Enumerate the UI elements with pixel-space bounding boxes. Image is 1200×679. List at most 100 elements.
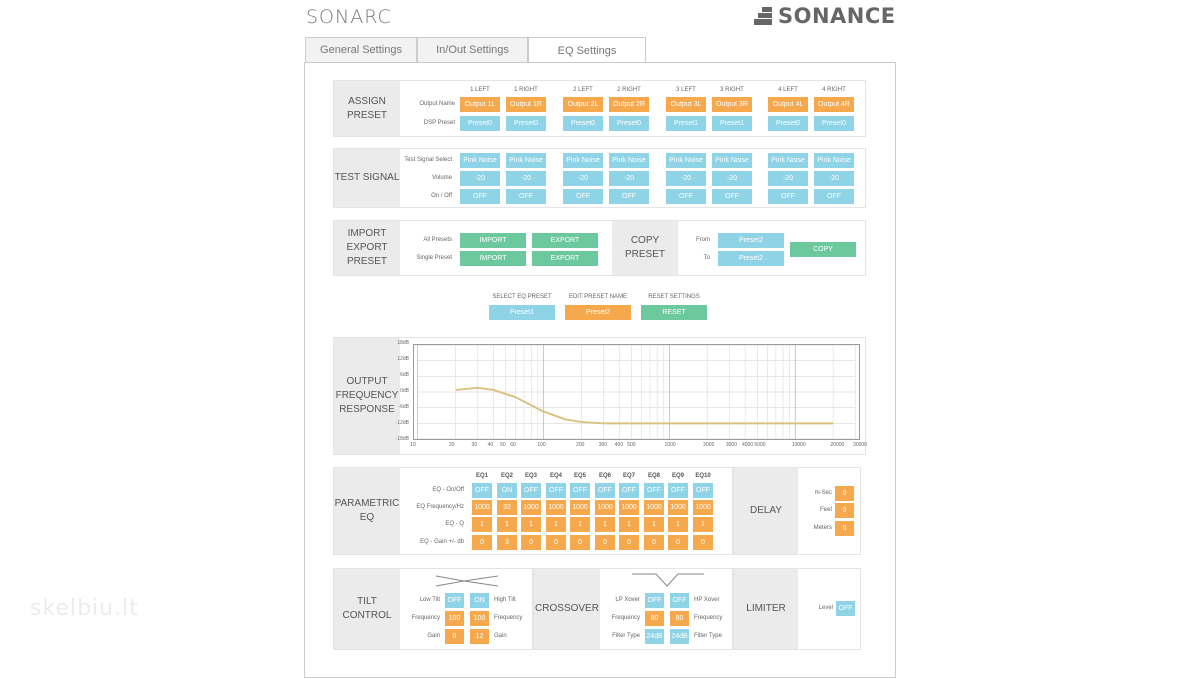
lp-frequency-input[interactable]: 80 bbox=[645, 611, 664, 626]
eq-frequency-input[interactable]: 1000 bbox=[595, 500, 615, 515]
tab-in-out-settings[interactable]: In/Out Settings bbox=[417, 37, 528, 62]
dsp-preset-cell[interactable]: Preset1 bbox=[666, 116, 706, 131]
dsp-preset-cell[interactable]: Preset0 bbox=[609, 116, 649, 131]
copy-from-select[interactable]: Preset2 bbox=[718, 233, 784, 248]
eq-frequency-input[interactable]: 1000 bbox=[570, 500, 590, 515]
output-name-cell[interactable]: Output 1L bbox=[460, 97, 500, 112]
eq-onoff-toggle[interactable]: OFF bbox=[668, 483, 688, 498]
test-onoff-toggle[interactable]: OFF bbox=[506, 189, 546, 204]
eq-onoff-toggle[interactable]: OFF bbox=[546, 483, 566, 498]
export-all-button[interactable]: EXPORT bbox=[532, 233, 598, 248]
eq-q-input[interactable]: 1 bbox=[595, 517, 615, 532]
test-signal-select[interactable]: Pink Noise bbox=[563, 153, 603, 168]
test-onoff-toggle[interactable]: OFF bbox=[609, 189, 649, 204]
eq-frequency-input[interactable]: 1000 bbox=[693, 500, 713, 515]
test-signal-select[interactable]: Pink Noise bbox=[506, 153, 546, 168]
reset-button[interactable]: RESET bbox=[641, 305, 707, 320]
eq-onoff-toggle[interactable]: OFF bbox=[521, 483, 541, 498]
low-tilt-gain-input[interactable]: 0 bbox=[445, 629, 464, 644]
import-all-button[interactable]: IMPORT bbox=[460, 233, 526, 248]
eq-frequency-input[interactable]: 1000 bbox=[644, 500, 664, 515]
test-onoff-toggle[interactable]: OFF bbox=[460, 189, 500, 204]
test-onoff-toggle[interactable]: OFF bbox=[712, 189, 752, 204]
test-onoff-toggle[interactable]: OFF bbox=[666, 189, 706, 204]
eq-gain-input[interactable]: 0 bbox=[619, 535, 639, 550]
eq-gain-input[interactable]: 0 bbox=[693, 535, 713, 550]
low-tilt-frequency-input[interactable]: 100 bbox=[445, 611, 464, 626]
eq-gain-input[interactable]: 0 bbox=[472, 535, 492, 550]
eq-frequency-input[interactable]: 1000 bbox=[546, 500, 566, 515]
volume-cell[interactable]: -20 bbox=[506, 171, 546, 186]
limiter-level-toggle[interactable]: OFF bbox=[836, 601, 855, 616]
delay-ms-input[interactable]: 0 bbox=[835, 486, 854, 501]
test-onoff-toggle[interactable]: OFF bbox=[563, 189, 603, 204]
test-signal-select[interactable]: Pink Noise bbox=[609, 153, 649, 168]
output-name-cell[interactable]: Output 1R bbox=[506, 97, 546, 112]
eq-gain-input[interactable]: 3 bbox=[497, 535, 517, 550]
volume-cell[interactable]: -20 bbox=[814, 171, 854, 186]
high-tilt-toggle[interactable]: ON bbox=[470, 593, 489, 608]
volume-cell[interactable]: -20 bbox=[666, 171, 706, 186]
dsp-preset-cell[interactable]: Preset1 bbox=[712, 116, 752, 131]
export-single-button[interactable]: EXPORT bbox=[532, 251, 598, 266]
eq-onoff-toggle[interactable]: OFF bbox=[595, 483, 615, 498]
dsp-preset-cell[interactable]: Preset0 bbox=[506, 116, 546, 131]
eq-q-input[interactable]: 1 bbox=[570, 517, 590, 532]
test-signal-select[interactable]: Pink Noise bbox=[814, 153, 854, 168]
eq-gain-input[interactable]: 0 bbox=[546, 535, 566, 550]
high-tilt-gain-input[interactable]: 12 bbox=[470, 629, 489, 644]
volume-cell[interactable]: -20 bbox=[712, 171, 752, 186]
test-onoff-toggle[interactable]: OFF bbox=[768, 189, 808, 204]
lp-filter-type-select[interactable]: 24dB bbox=[645, 629, 664, 644]
test-onoff-toggle[interactable]: OFF bbox=[814, 189, 854, 204]
hp-xover-toggle[interactable]: OFF bbox=[670, 593, 689, 608]
eq-onoff-toggle[interactable]: OFF bbox=[570, 483, 590, 498]
eq-frequency-input[interactable]: 32 bbox=[497, 500, 517, 515]
dsp-preset-cell[interactable]: Preset0 bbox=[768, 116, 808, 131]
delay-feet-input[interactable]: 0 bbox=[835, 503, 854, 518]
volume-cell[interactable]: -20 bbox=[460, 171, 500, 186]
eq-onoff-toggle[interactable]: OFF bbox=[693, 483, 713, 498]
edit-preset-name-input[interactable]: Preset2 bbox=[565, 305, 631, 320]
eq-q-input[interactable]: 1 bbox=[546, 517, 566, 532]
output-name-cell[interactable]: Output 2R bbox=[609, 97, 649, 112]
eq-gain-input[interactable]: 0 bbox=[570, 535, 590, 550]
eq-q-input[interactable]: 1 bbox=[521, 517, 541, 532]
output-name-cell[interactable]: Output 3R bbox=[712, 97, 752, 112]
eq-q-input[interactable]: 1 bbox=[693, 517, 713, 532]
output-name-cell[interactable]: Output 4R bbox=[814, 97, 854, 112]
dsp-preset-cell[interactable]: Preset0 bbox=[814, 116, 854, 131]
hp-frequency-input[interactable]: 80 bbox=[670, 611, 689, 626]
hp-filter-type-select[interactable]: 24dB bbox=[670, 629, 689, 644]
output-name-cell[interactable]: Output 3L bbox=[666, 97, 706, 112]
tab-eq-settings[interactable]: EQ Settings bbox=[528, 37, 646, 63]
eq-onoff-toggle[interactable]: OFF bbox=[472, 483, 492, 498]
eq-q-input[interactable]: 1 bbox=[644, 517, 664, 532]
copy-to-select[interactable]: Preset2 bbox=[718, 251, 784, 266]
eq-gain-input[interactable]: 0 bbox=[668, 535, 688, 550]
eq-frequency-input[interactable]: 1000 bbox=[619, 500, 639, 515]
delay-meters-input[interactable]: 0 bbox=[835, 521, 854, 536]
eq-gain-input[interactable]: 0 bbox=[521, 535, 541, 550]
test-signal-select[interactable]: Pink Noise bbox=[460, 153, 500, 168]
dsp-preset-cell[interactable]: Preset0 bbox=[563, 116, 603, 131]
eq-onoff-toggle[interactable]: ON bbox=[497, 483, 517, 498]
copy-button[interactable]: COPY bbox=[790, 242, 856, 257]
import-single-button[interactable]: IMPORT bbox=[460, 251, 526, 266]
eq-gain-input[interactable]: 0 bbox=[595, 535, 615, 550]
output-name-cell[interactable]: Output 4L bbox=[768, 97, 808, 112]
eq-onoff-toggle[interactable]: OFF bbox=[644, 483, 664, 498]
eq-q-input[interactable]: 1 bbox=[472, 517, 492, 532]
output-name-cell[interactable]: Output 2L bbox=[563, 97, 603, 112]
test-signal-select[interactable]: Pink Noise bbox=[768, 153, 808, 168]
eq-frequency-input[interactable]: 1000 bbox=[668, 500, 688, 515]
low-tilt-toggle[interactable]: OFF bbox=[445, 593, 464, 608]
eq-q-input[interactable]: 1 bbox=[497, 517, 517, 532]
lp-xover-toggle[interactable]: OFF bbox=[645, 593, 664, 608]
eq-onoff-toggle[interactable]: OFF bbox=[619, 483, 639, 498]
eq-gain-input[interactable]: 0 bbox=[644, 535, 664, 550]
test-signal-select[interactable]: Pink Noise bbox=[712, 153, 752, 168]
volume-cell[interactable]: -20 bbox=[768, 171, 808, 186]
test-signal-select[interactable]: Pink Noise bbox=[666, 153, 706, 168]
eq-q-input[interactable]: 1 bbox=[668, 517, 688, 532]
